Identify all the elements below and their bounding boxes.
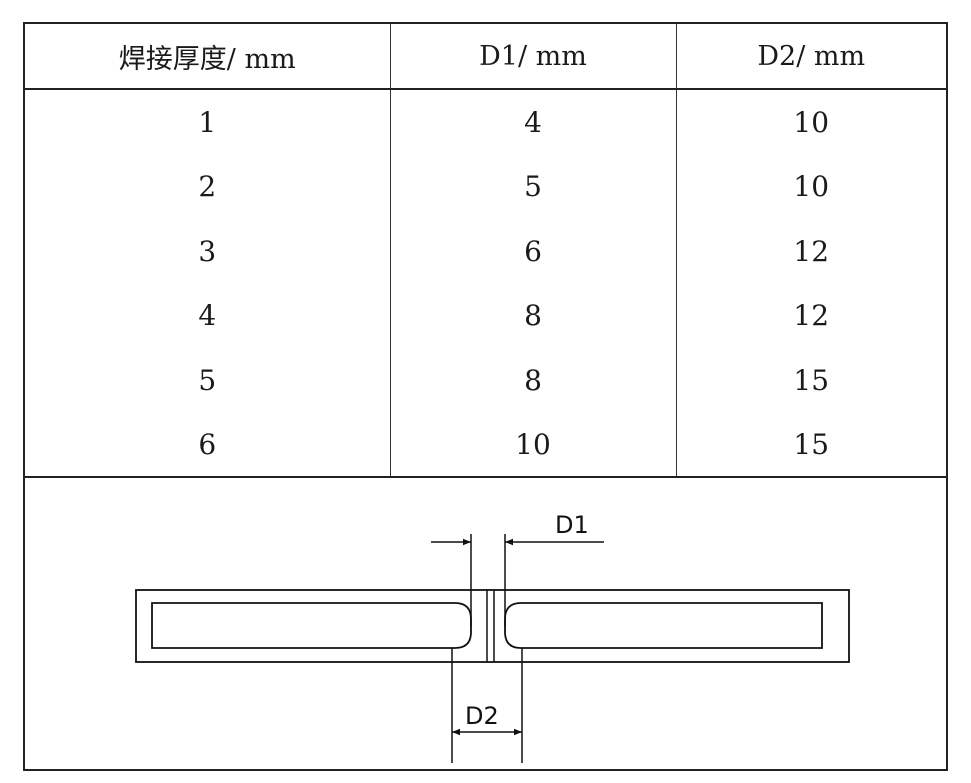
table-bottom-divider: [25, 476, 946, 478]
cell-d1: 8: [389, 348, 676, 413]
right-plate-inner-slot: [504, 602, 823, 649]
cell-d1: 10: [389, 412, 676, 477]
table-row: 1 4 10: [25, 89, 946, 155]
cell-d2: 15: [675, 412, 946, 477]
table-header-row: 焊接厚度/ mm D1/ mm D2/ mm: [25, 24, 946, 90]
cell-d2: 15: [675, 348, 946, 413]
cell-thickness: 5: [198, 363, 217, 397]
table-row: 6 10 15: [25, 412, 946, 477]
table-row: 3 6 12: [25, 219, 946, 284]
table-row: 4 8 12: [25, 283, 946, 348]
table-row: 5 8 15: [25, 348, 946, 413]
cell-thickness: 4: [198, 299, 217, 333]
header-weld-thickness: 焊接厚度/ mm: [25, 24, 390, 90]
cell-d1: 8: [389, 283, 676, 348]
header-d1: D1/ mm: [389, 24, 676, 90]
cell-thickness: 3: [198, 234, 217, 268]
cell-thickness: 6: [198, 428, 217, 462]
cell-thickness: 1: [198, 105, 217, 139]
cell-d1: 6: [389, 219, 676, 284]
cell-d2: 10: [675, 154, 946, 219]
d1-label: D1: [555, 511, 589, 539]
table-row: 2 5 10: [25, 154, 946, 219]
cell-d2: 10: [675, 89, 946, 155]
header-d2: D2/ mm: [675, 24, 946, 90]
cell-d1: 5: [389, 154, 676, 219]
cell-d2: 12: [675, 283, 946, 348]
document-frame: 焊接厚度/ mm D1/ mm D2/ mm 1 4 10 2 5 10 3 6…: [23, 22, 948, 771]
weld-dimension-table: 焊接厚度/ mm D1/ mm D2/ mm 1 4 10 2 5 10 3 6…: [25, 24, 946, 477]
outer-plate-outline: [135, 589, 850, 663]
weld-joint-drawing: D1 D2: [135, 511, 850, 763]
cell-d1: 4: [389, 89, 676, 155]
cell-d2: 12: [675, 219, 946, 284]
weld-joint-diagram: D1 D2: [25, 478, 946, 771]
left-plate-inner-slot: [151, 602, 472, 649]
d2-label: D2: [465, 702, 499, 730]
cell-thickness: 2: [198, 170, 217, 204]
